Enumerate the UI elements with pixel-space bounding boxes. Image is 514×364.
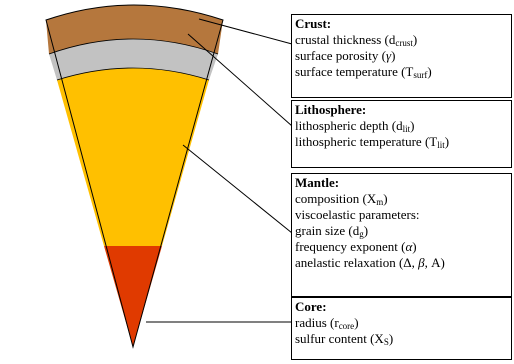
- sulfur-content-label: sulfur content (XS): [295, 331, 508, 347]
- lithosphere-title: Lithosphere:: [295, 102, 508, 118]
- core-title: Core:: [295, 299, 508, 315]
- core-radius-label: radius (rcore): [295, 315, 508, 331]
- crustal-thickness-label: crustal thickness (dcrust): [295, 32, 508, 48]
- mantle-title: Mantle:: [295, 175, 508, 191]
- mantle-layer: [57, 68, 209, 246]
- frequency-exponent-label: frequency exponent (α): [295, 239, 508, 255]
- core-layer: [104, 246, 162, 347]
- lithospheric-temperature-label: lithospheric temperature (Tlit): [295, 134, 508, 150]
- core-label-box: Core: radius (rcore) sulfur content (XS): [291, 297, 512, 360]
- surface-temperature-label: surface temperature (Tsurf): [295, 64, 508, 80]
- lithospheric-depth-label: lithospheric depth (dlit): [295, 118, 508, 134]
- crust-label-box: Crust: crustal thickness (dcrust) surfac…: [291, 14, 512, 98]
- grain-size-label: grain size (dg): [295, 223, 508, 239]
- anelastic-relaxation-label: anelastic relaxation (Δ, β, A): [295, 255, 508, 271]
- lithosphere-label-box: Lithosphere: lithospheric depth (dlit) l…: [291, 100, 512, 168]
- mantle-label-box: Mantle: composition (Xm) viscoelastic pa…: [291, 173, 512, 297]
- viscoelastic-parameters-label: viscoelastic parameters:: [295, 207, 508, 223]
- mantle-leader-line: [183, 145, 292, 233]
- composition-label: composition (Xm): [295, 191, 508, 207]
- surface-porosity-label: surface porosity (γ): [295, 48, 508, 64]
- crust-title: Crust:: [295, 16, 508, 32]
